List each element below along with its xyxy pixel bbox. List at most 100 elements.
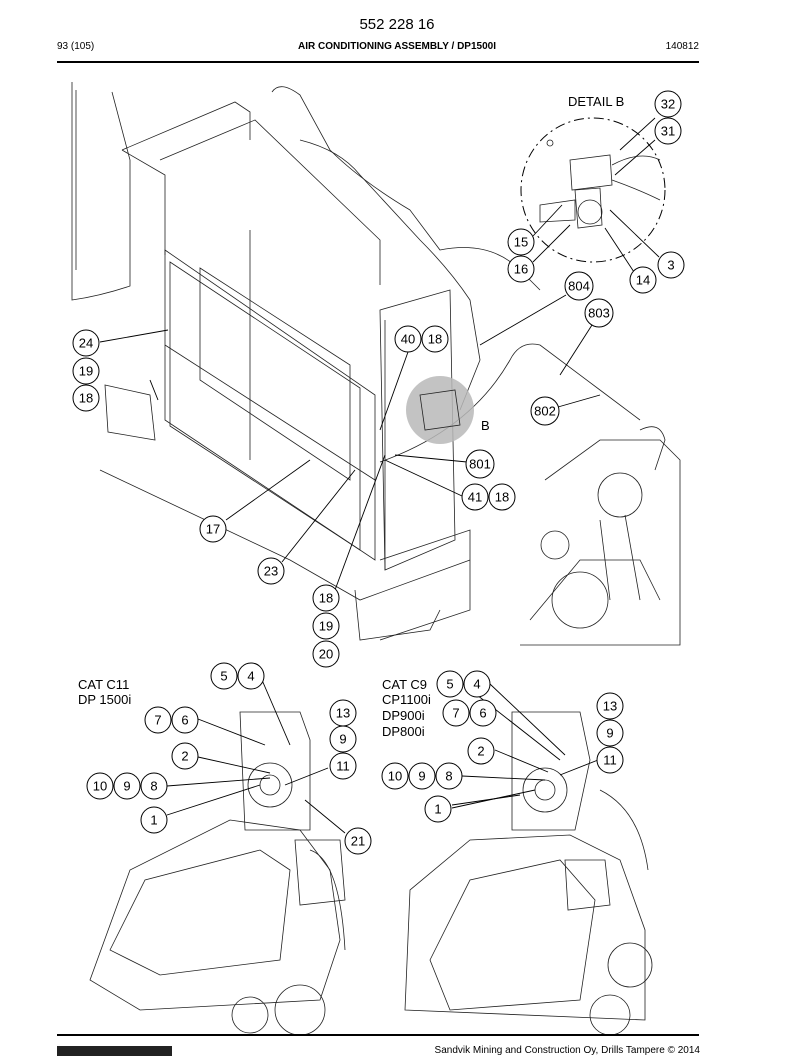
- callout-left-7: 7: [144, 706, 172, 734]
- callouts: 32 31 15 16 3 14 804 803 802 801 40 18 2…: [72, 90, 685, 855]
- callout-left-2: 2: [171, 742, 199, 770]
- callout-left-9b: 9: [113, 772, 141, 800]
- svg-text:23: 23: [264, 564, 278, 579]
- engine-label-dp800i: DP800i: [382, 724, 425, 739]
- svg-text:18: 18: [495, 490, 509, 505]
- sandvik-logo: [57, 1046, 172, 1056]
- svg-text:4: 4: [473, 677, 480, 692]
- svg-text:2: 2: [181, 749, 188, 764]
- svg-text:18: 18: [319, 591, 333, 606]
- header-divider: [57, 61, 699, 63]
- footer-divider: [57, 1034, 699, 1036]
- svg-text:19: 19: [319, 619, 333, 634]
- svg-text:4: 4: [247, 669, 254, 684]
- callout-left-6: 6: [171, 706, 199, 734]
- detail-b-view: DETAIL B: [520, 94, 666, 263]
- page-number: 93 (105): [57, 41, 95, 52]
- svg-text:9: 9: [418, 769, 425, 784]
- svg-text:6: 6: [479, 706, 486, 721]
- callout-right-8: 8: [435, 762, 463, 790]
- svg-text:9: 9: [339, 732, 346, 747]
- svg-text:9: 9: [606, 726, 613, 741]
- svg-text:40: 40: [401, 332, 415, 347]
- callout-804: 804: [564, 271, 594, 301]
- svg-text:5: 5: [220, 669, 227, 684]
- page-title: AIR CONDITIONING ASSEMBLY / DP1500I: [297, 41, 496, 52]
- detail-b-marker: B: [481, 418, 490, 433]
- svg-text:21: 21: [351, 834, 365, 849]
- radiator-assembly-drawing: [71, 82, 681, 646]
- svg-text:6: 6: [181, 713, 188, 728]
- callout-left-21: 21: [344, 827, 372, 855]
- document-number: 552 228 16: [359, 16, 435, 33]
- callout-18-left: 18: [72, 384, 100, 412]
- callout-18-right: 18: [488, 483, 516, 511]
- callout-left-10: 10: [86, 772, 114, 800]
- svg-text:7: 7: [154, 713, 161, 728]
- cat-c11-engine-drawing: CAT C11 DP 1500i: [78, 677, 346, 1036]
- svg-text:5: 5: [446, 677, 453, 692]
- callout-right-6: 6: [469, 699, 497, 727]
- detail-b-label: DETAIL B: [568, 94, 624, 109]
- svg-text:1: 1: [434, 802, 441, 817]
- svg-text:13: 13: [603, 699, 617, 714]
- callout-41: 41: [461, 483, 489, 511]
- callout-19-left: 19: [72, 357, 100, 385]
- callout-left-9: 9: [329, 725, 357, 753]
- svg-text:16: 16: [514, 262, 528, 277]
- callout-20: 20: [312, 640, 340, 668]
- svg-text:11: 11: [336, 759, 350, 774]
- svg-text:10: 10: [93, 779, 107, 794]
- callout-right-11: 11: [596, 746, 624, 774]
- svg-text:803: 803: [588, 306, 610, 321]
- callout-40: 40: [394, 325, 422, 353]
- svg-text:8: 8: [445, 769, 452, 784]
- callout-left-5: 5: [210, 662, 238, 690]
- callout-18-bottom: 18: [312, 584, 340, 612]
- svg-text:31: 31: [661, 124, 675, 139]
- callout-31: 31: [654, 117, 682, 145]
- callout-24: 24: [72, 329, 100, 357]
- engine-label-cat-c11: CAT C11: [78, 677, 129, 692]
- callout-left-1: 1: [140, 806, 168, 834]
- callout-15: 15: [507, 228, 535, 256]
- callout-right-10: 10: [381, 762, 409, 790]
- callout-19-bottom: 19: [312, 612, 340, 640]
- svg-text:801: 801: [469, 457, 491, 472]
- callout-left-4: 4: [237, 662, 265, 690]
- svg-text:18: 18: [428, 332, 442, 347]
- svg-text:13: 13: [336, 706, 350, 721]
- callout-16: 16: [507, 255, 535, 283]
- callout-right-9: 9: [596, 719, 624, 747]
- svg-text:19: 19: [79, 364, 93, 379]
- engine-label-cat-c9: CAT C9: [382, 677, 427, 692]
- callout-right-1: 1: [424, 795, 452, 823]
- svg-text:18: 18: [79, 391, 93, 406]
- callout-801: 801: [465, 449, 495, 479]
- callout-right-7: 7: [442, 699, 470, 727]
- engine-label-dp1500i: DP 1500i: [78, 692, 131, 707]
- svg-text:9: 9: [123, 779, 130, 794]
- svg-text:2: 2: [477, 744, 484, 759]
- callout-3: 3: [657, 251, 685, 279]
- svg-text:10: 10: [388, 769, 402, 784]
- callout-right-9b: 9: [408, 762, 436, 790]
- svg-text:7: 7: [452, 706, 459, 721]
- svg-text:32: 32: [661, 97, 675, 112]
- cat-c9-engine-drawing: CAT C9 CP1100i DP900i DP800i: [382, 677, 653, 1036]
- svg-text:15: 15: [514, 235, 528, 250]
- document-date: 140812: [665, 41, 699, 52]
- callout-803: 803: [584, 298, 614, 328]
- svg-text:24: 24: [79, 336, 93, 351]
- callout-left-8: 8: [140, 772, 168, 800]
- svg-text:804: 804: [568, 279, 590, 294]
- engine-label-cp1100i: CP1100i: [382, 692, 431, 707]
- svg-text:20: 20: [319, 647, 333, 662]
- leader-lines-left-engine: [166, 679, 346, 834]
- callout-23: 23: [257, 557, 285, 585]
- engine-label-dp900i: DP900i: [382, 708, 425, 723]
- callout-32: 32: [654, 90, 682, 118]
- callout-right-4: 4: [463, 670, 491, 698]
- svg-text:14: 14: [636, 273, 650, 288]
- callout-right-2: 2: [467, 737, 495, 765]
